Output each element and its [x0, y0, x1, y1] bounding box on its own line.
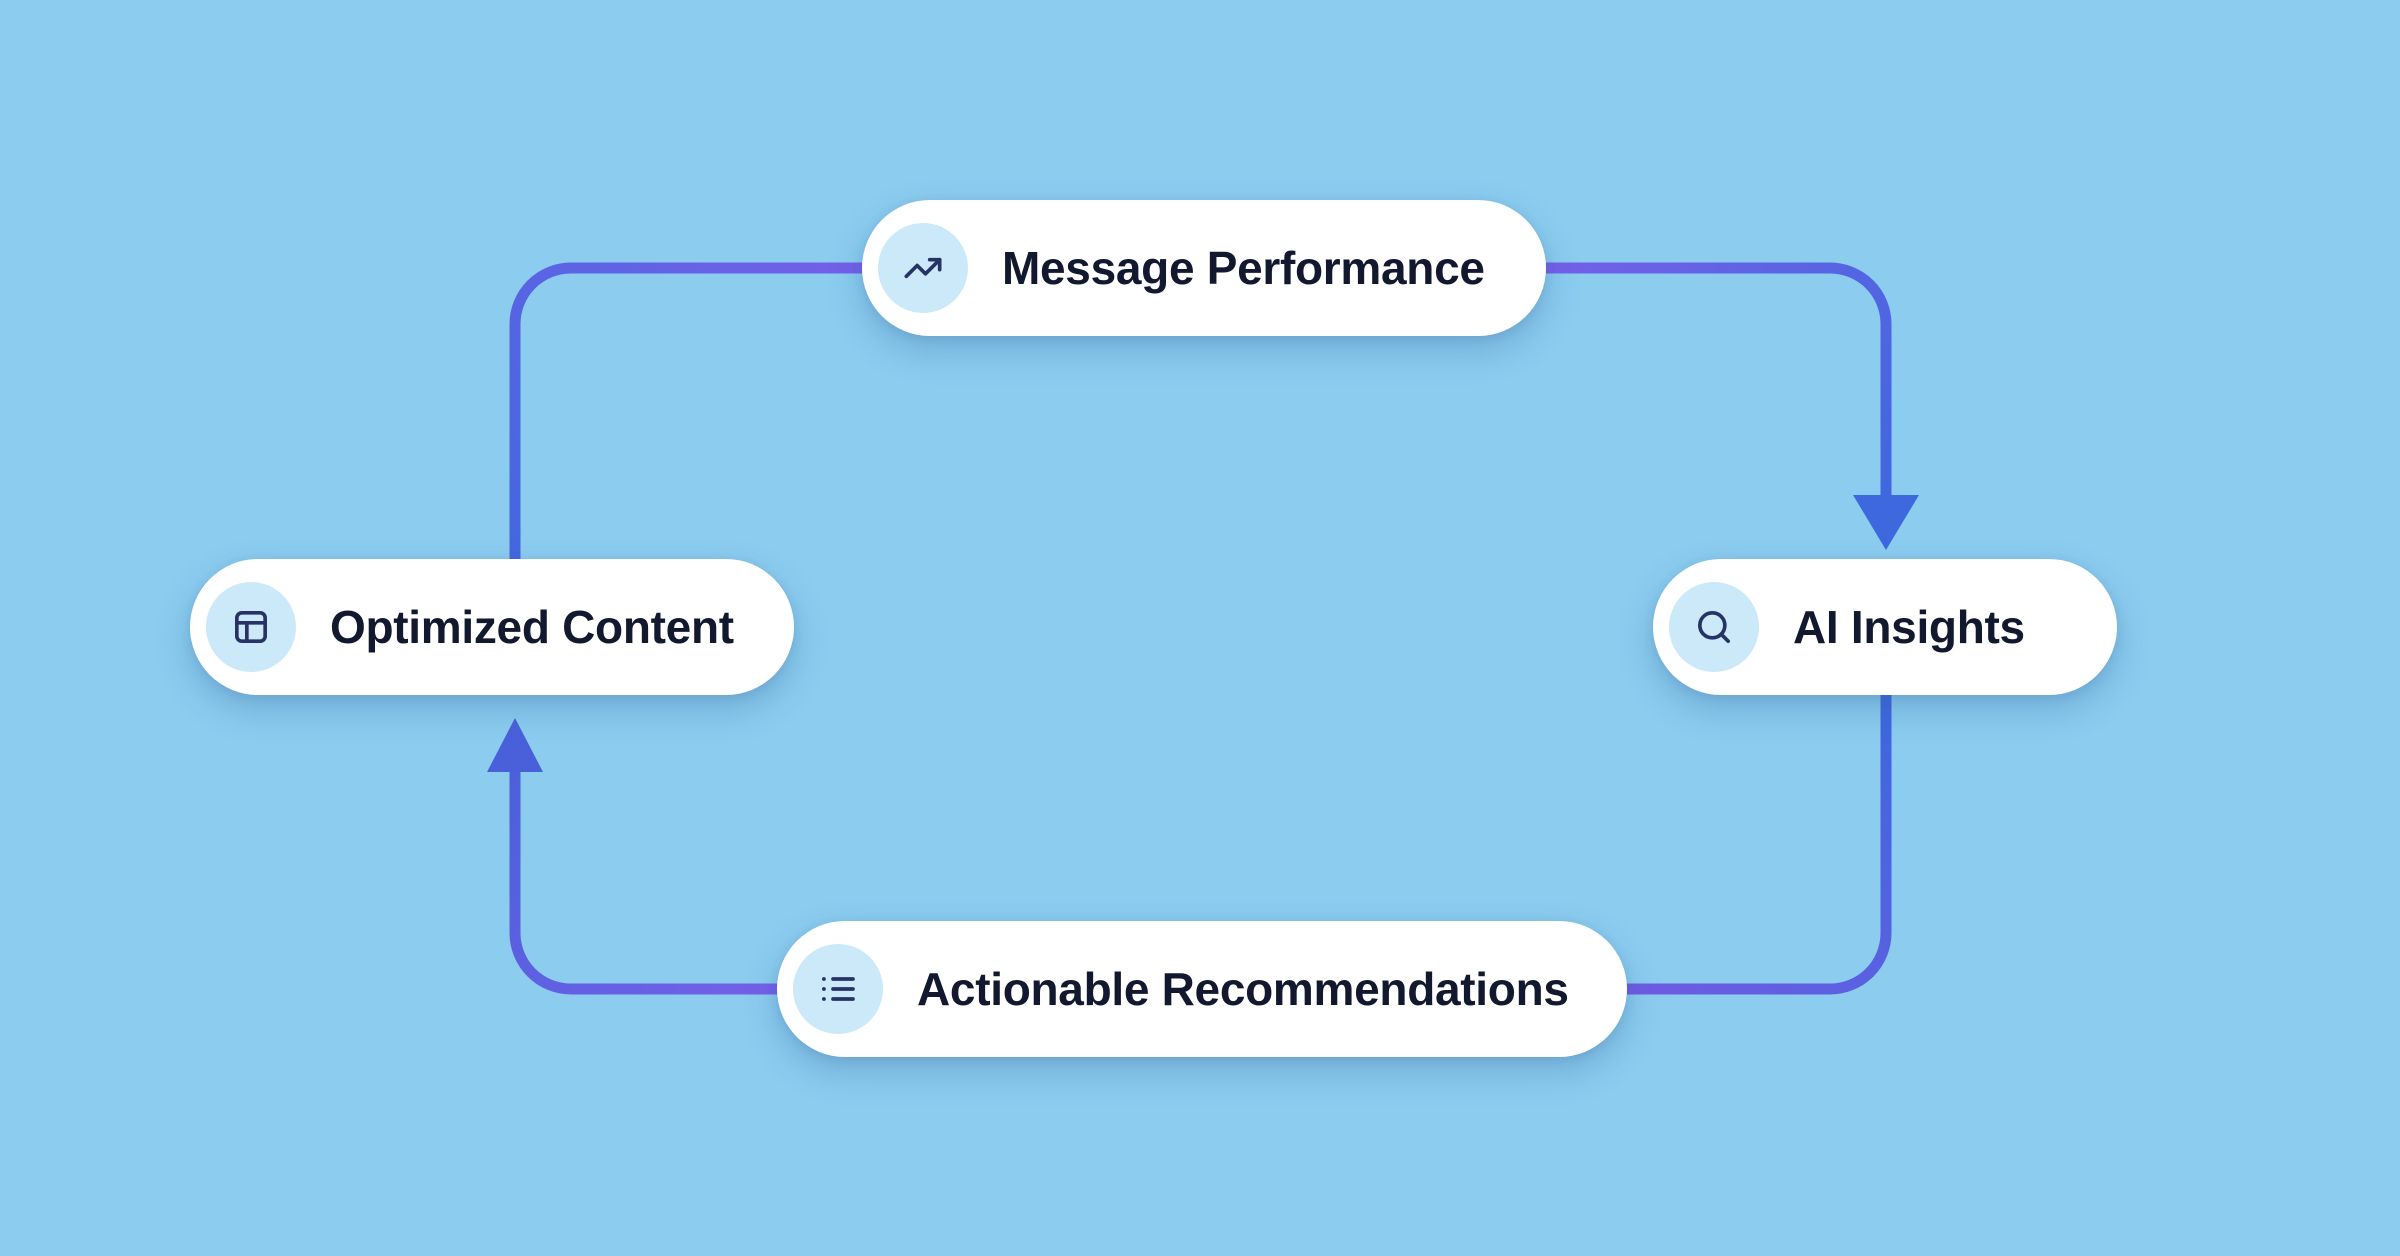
arrow-up-icon [487, 718, 543, 772]
icon-circle [206, 582, 296, 672]
node-label: AI Insights [1793, 601, 2025, 653]
node-label: Actionable Recommendations [917, 963, 1569, 1015]
layout-icon [235, 611, 267, 643]
icon-circle [878, 223, 968, 313]
node-label: Message Performance [1002, 242, 1485, 294]
node-ai-insights: AI Insights [1653, 559, 2117, 695]
connector-top-to-right [1546, 262, 1892, 497]
connector-bottom-to-left [509, 771, 777, 995]
connector-right-to-bottom [1627, 695, 1892, 995]
connector-left-to-top [509, 262, 862, 559]
node-message-performance: Message Performance [862, 200, 1546, 336]
node-label: Optimized Content [330, 601, 734, 653]
search-icon [1698, 611, 1730, 643]
trending-up-icon [904, 257, 942, 279]
node-actionable-recommendations: Actionable Recommendations [777, 921, 1627, 1057]
icon-circle [793, 944, 883, 1034]
arrow-down-icon [1853, 495, 1919, 550]
list-icon [822, 977, 855, 1001]
node-optimized-content: Optimized Content [190, 559, 794, 695]
icon-circle [1669, 582, 1759, 672]
